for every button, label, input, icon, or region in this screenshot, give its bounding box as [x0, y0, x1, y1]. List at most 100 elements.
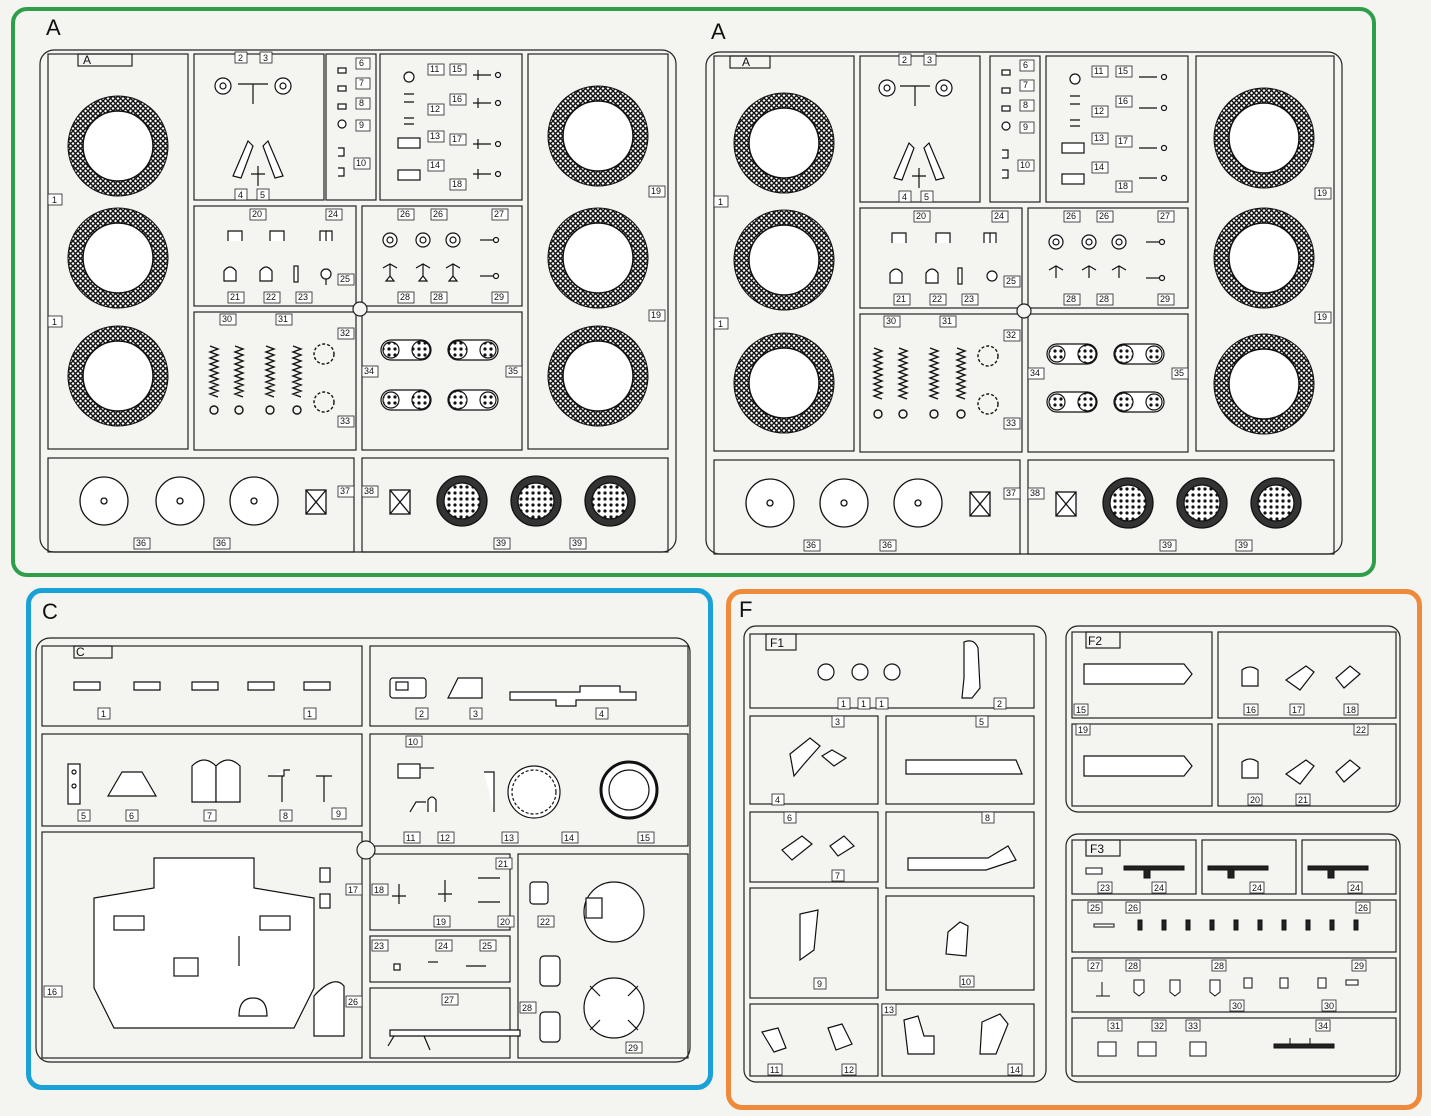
part-num: 39 — [1162, 540, 1172, 550]
part-num: 19 — [651, 310, 661, 320]
part-num: 8 — [359, 98, 364, 108]
part-num: 32 — [1154, 1021, 1164, 1031]
part-num: 10 — [356, 158, 366, 168]
part-num: 26 — [348, 997, 358, 1007]
part-num: 11 — [770, 1065, 779, 1075]
group-c-label: C — [42, 599, 58, 624]
part-num: 19 — [1078, 725, 1088, 735]
part-num: 39 — [496, 538, 506, 548]
part-num: 22 — [540, 917, 550, 927]
part-num: 7 — [1023, 80, 1028, 90]
part-num: 29 — [494, 292, 504, 302]
rifle-part — [1307, 865, 1369, 871]
figure-part — [945, 921, 969, 957]
group-a-frame — [11, 7, 1376, 577]
part-num: 16 — [1118, 96, 1128, 106]
part-num: 2 — [997, 699, 1002, 709]
part-num: 6 — [1023, 60, 1028, 70]
figure-part — [799, 909, 819, 962]
part-num: 29 — [628, 1043, 638, 1053]
part-num: 33 — [1188, 1021, 1198, 1031]
part-num: 37 — [1006, 488, 1016, 498]
figure-part — [781, 835, 813, 861]
tire-part-19b — [547, 207, 649, 309]
group-a-label-left: A — [46, 15, 61, 40]
part-num: 10 — [408, 737, 418, 747]
figure-part — [907, 845, 1017, 871]
part-num: 19 — [1317, 312, 1327, 322]
part-num: 28 — [433, 292, 443, 302]
part-num: 28 — [1128, 961, 1138, 971]
part-num: 11 — [430, 64, 439, 74]
part-num: 1 — [879, 699, 884, 709]
sprue-f3: F3 23 24 24 24 25 26 26 27 28 — [1065, 833, 1401, 1083]
part-num: 34 — [1318, 1021, 1328, 1031]
part-num: 20 — [252, 209, 262, 219]
figure-part — [1083, 755, 1193, 777]
part-num: 36 — [806, 540, 816, 550]
part-num: 16 — [1246, 705, 1256, 715]
part-num: 16 — [452, 94, 462, 104]
part-num: 26 — [1099, 211, 1109, 221]
tire-part-1c — [67, 325, 169, 427]
part-num: 21 — [1298, 795, 1308, 805]
part-num: 8 — [985, 813, 990, 823]
part-num: 13 — [430, 131, 440, 141]
part-num: 30 — [222, 314, 232, 324]
part-num: 22 — [932, 294, 942, 304]
part-num: 6 — [359, 58, 364, 68]
part-num: 27 — [1090, 961, 1100, 971]
tire-part-1 — [67, 95, 169, 197]
part-num: 38 — [364, 486, 374, 496]
part-num: 13 — [1094, 133, 1104, 143]
part-num: 11 — [1094, 66, 1103, 76]
part-num: 21 — [896, 294, 906, 304]
part-num: 26 — [1066, 211, 1076, 221]
part-num: 34 — [1030, 368, 1040, 378]
sprue-f1: F1 1 1 1 2 3 4 5 6 7 8 9 10 11 12 13 — [743, 625, 1047, 1083]
part-num: 28 — [1214, 961, 1224, 971]
sprue-c: C — [35, 637, 691, 1063]
part-num: 10 — [1020, 160, 1030, 170]
sprue-a-right: A — [705, 51, 1343, 555]
part-num: 20 — [1250, 795, 1260, 805]
part-num: 18 — [1346, 705, 1356, 715]
part-num: 15 — [1076, 705, 1086, 715]
part-num: 12 — [430, 104, 440, 114]
part-num: 20 — [916, 211, 926, 221]
figure-part — [761, 1027, 787, 1053]
part-num: 24 — [1154, 883, 1164, 893]
part-num: 6 — [129, 811, 134, 821]
part-num: 14 — [1094, 162, 1104, 172]
part-num: 35 — [1174, 368, 1184, 378]
part-num: 9 — [817, 979, 822, 989]
part-num: 1 — [101, 709, 106, 719]
part-num: 16 — [47, 987, 57, 997]
group-c-frame — [26, 588, 713, 1090]
part-num: 36 — [882, 540, 892, 550]
figure-part — [903, 1015, 935, 1055]
part-num: 15 — [640, 833, 650, 843]
group-f-label: F — [739, 597, 753, 622]
sprue-tag: C — [76, 645, 85, 659]
part-num: 23 — [964, 294, 974, 304]
part-num: 27 — [444, 995, 454, 1005]
tire-part-19 — [547, 85, 649, 187]
part-num: 1 — [307, 709, 312, 719]
part-num: 7 — [835, 871, 840, 881]
part-num: 1 — [718, 319, 723, 329]
hull-side-part — [93, 857, 315, 1029]
part-num: 22 — [1356, 725, 1366, 735]
part-num: 3 — [263, 53, 268, 63]
part-num: 39 — [572, 538, 582, 548]
part-num: 7 — [207, 811, 212, 821]
figure-part — [1083, 663, 1193, 685]
part-num: 4 — [902, 192, 907, 202]
part-num: 1 — [52, 317, 57, 327]
machine-gun-part — [509, 685, 637, 707]
part-num: 19 — [436, 917, 446, 927]
part-num: 34 — [364, 366, 374, 376]
rifle-part — [1207, 865, 1269, 871]
part-num: 24 — [1252, 883, 1262, 893]
part-num: 35 — [508, 366, 518, 376]
